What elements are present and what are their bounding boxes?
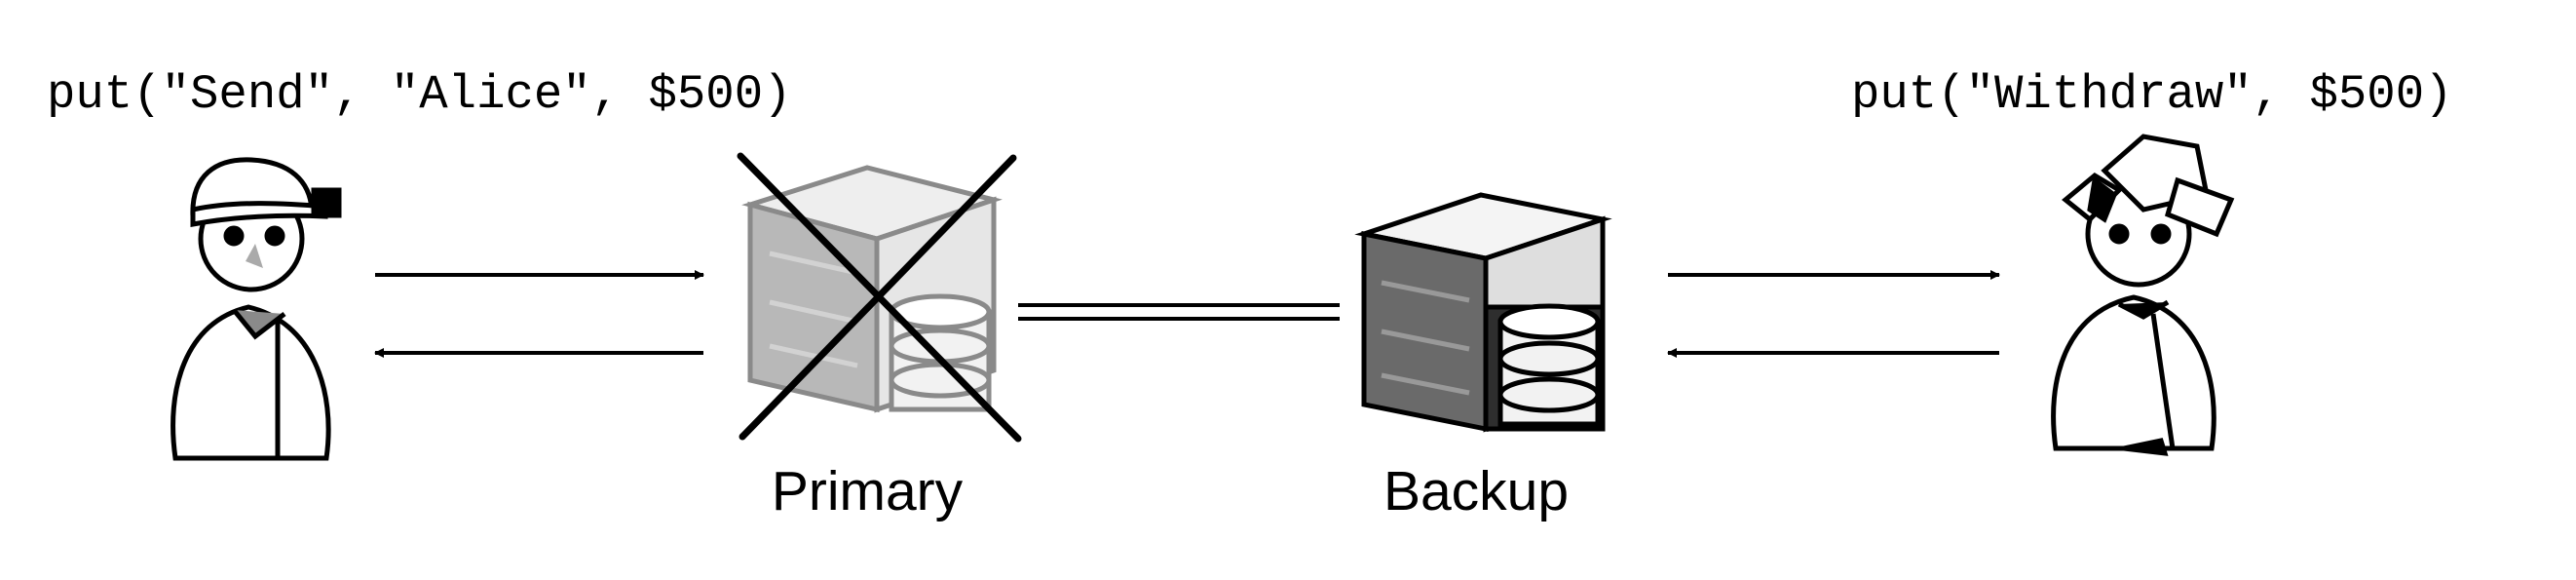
left-client-request-label: put("Send", "Alice", $500) xyxy=(47,67,792,122)
primary-failure-cross-icon xyxy=(737,152,1022,443)
right-client-request-label: put("Withdraw", $500) xyxy=(1851,67,2453,122)
primary-label: Primary xyxy=(772,460,964,522)
backup-server-database-icon xyxy=(1354,192,1612,433)
primary-server-database-icon xyxy=(741,165,1003,413)
left-client-person-icon xyxy=(170,157,342,461)
replication-link xyxy=(1018,303,1340,321)
backup-label: Backup xyxy=(1383,460,1569,522)
right-client-person-icon xyxy=(2051,134,2235,456)
